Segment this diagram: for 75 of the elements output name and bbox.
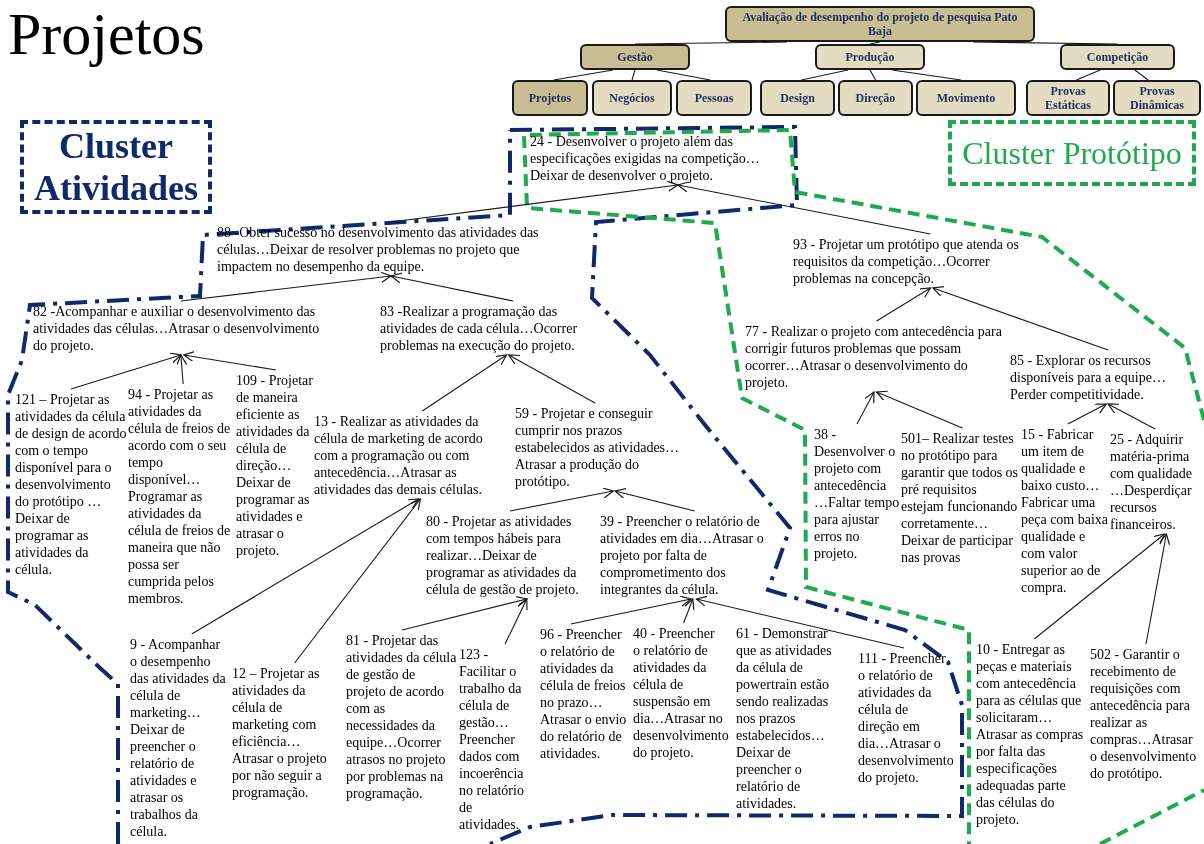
objective-text: 502 - Garantir o recebimento de requisições com antecedência para realizar as compras…Atrasar o desenvolvimento do protótipo. [1090, 646, 1202, 782]
connector-line [869, 41, 881, 45]
category-box: Produção [815, 44, 925, 70]
category-box: Provas Dinâmicas [1113, 80, 1201, 116]
connector-line [1075, 69, 1101, 81]
arrow [401, 595, 528, 631]
arrow [191, 498, 420, 635]
objective-text: 15 - Fabricar um item de qualidade e baixo custo…Fabricar uma peça com baixa qualidade e com valor superior ao de compra. [1021, 426, 1111, 596]
category-box: Provas Estáticas [1026, 80, 1110, 116]
arrow [1067, 403, 1107, 425]
arrow [683, 598, 695, 624]
objective-text: 93 - Projetar um protótipo que atenda os requisitos da competição…Ocorrer problemas na concepção. [793, 236, 1043, 287]
arrow [70, 352, 182, 390]
arrow [876, 390, 963, 429]
arrow [390, 180, 679, 223]
objective-text: 59 - Projetar e conseguir cumprir nos prazos estabelecidos as atividades…Atrasar a produção do protótipo. [515, 405, 697, 490]
arrow [876, 287, 932, 322]
arrow [695, 595, 905, 649]
arrow [176, 354, 188, 385]
arrow [180, 271, 392, 302]
objective-text: 61 - Demonstrar que as atividades da célula de powertrain estão sendo realizadas nos prazos estabelecidos…Deixar de preencher o relatório de atividades. [736, 625, 846, 812]
objective-text: 94 - Projetar as atividades da célula de freios de acordo com o seu tempo disponível…Programar as atividades da célula de freios de maneira que não possa ser cumprida pelos membros. [128, 386, 234, 607]
objective-text: 123 - Facilitar o trabalho da célula de gestão…Preencher dados com incoerência no relatório de atividades. [459, 646, 531, 833]
page-title: Projetos [8, 0, 205, 69]
objective-text: 96 - Preencher o relatório de atividades da célula de freios no prazo…Atrasar o envio do relatório de atividades. [540, 626, 628, 762]
connector-line [631, 69, 636, 81]
category-box: Negócios [592, 80, 672, 116]
objective-text: 12 – Projetar as atividades da célula de marketing com eficiência…Atrasar o projeto por não seguir a programação. [232, 665, 338, 801]
arrow [508, 354, 596, 404]
category-box: Pessoas [676, 80, 752, 116]
category-box: Design [760, 80, 835, 116]
objective-text: 80 - Projetar as atividades com tempos hábeis para realizar…Deixar de programar as atividades da célula de gestão de projeto. [426, 513, 594, 598]
cluster-label: Cluster Protótipo [948, 120, 1196, 186]
arrow [614, 488, 696, 512]
objective-text: 82 -Acompanhar e auxiliar o desenvolvimento das atividades das células…Atrasar o desenvolvimento do projeto. [33, 303, 323, 354]
category-box: Gestão [580, 44, 690, 70]
arrow [932, 286, 1109, 351]
arrow [856, 391, 875, 425]
cluster-label: Cluster Atividades [20, 120, 212, 214]
objective-text: 9 - Acompanhar o desempenho das atividades da célula de marketing…Deixar de preencher o relatório de atividades e atrasar os trabalhos da célula. [130, 636, 228, 840]
objective-text: 85 - Explorar os recursos disponíveis para a equipe…Perder competitividade. [1010, 352, 1195, 403]
category-box: Projetos [512, 80, 588, 116]
objective-text: 13 - Realizar as atividades da célula de marketing de acordo com a programação ou com antecedência…Atrasar as atividades das demais células. [314, 413, 504, 498]
arrow [390, 272, 514, 302]
objective-text: 24 - Desenvolver o projeto além das especificações exigidas na competição…Deixar de desenvolver o projeto. [530, 133, 785, 184]
arrow [1033, 533, 1166, 640]
category-box: Direção [838, 80, 913, 116]
objective-text: 83 -Realizar a programação das atividades de cada célula…Ocorrer problemas na execução do projeto. [380, 303, 602, 354]
arrow [421, 354, 508, 412]
arrow [504, 598, 528, 645]
arrow [570, 595, 692, 625]
category-box: Avaliação de desempenho do projeto de pesquisa Pato Baja [725, 6, 1035, 42]
objective-text: 77 - Realizar o projeto com antecedência para corrigir futuros problemas que possam ocorrer…Atrasar o desenvolvimento do projeto. [745, 323, 1003, 391]
connector-line [972, 41, 1119, 45]
arrow [509, 487, 614, 512]
category-box: Competição [1060, 44, 1175, 70]
connector-line [1134, 69, 1149, 81]
objective-text: 10 - Entregar as peças e materiais com antecedência para as células que solicitaram…Atrasar as compras por falta das especificações adequadas parte das células do projeto. [976, 641, 1086, 828]
connector-line [869, 69, 877, 81]
arrow [1145, 533, 1171, 645]
arrow [1107, 403, 1156, 430]
objective-text: 38 - Desenvolver o projeto com antecedência …Faltar tempo para ajustar erros no projeto. [814, 426, 900, 562]
objective-text: 39 - Preencher o relatório de atividades em dia…Atrasar o projeto por falta de comprometimento dos integrantes da célula. [600, 513, 782, 598]
connector-line [634, 41, 788, 45]
category-box: Movimento [916, 80, 1016, 116]
objective-text: 25 - Adquirir matéria-prima com qualidade …Desperdiçar recursos financeiros. [1110, 431, 1204, 533]
connector-line [891, 69, 962, 81]
connector-line [553, 69, 614, 81]
objective-text: 121 – Projetar as atividades da célula de design de acordo com o tempo disponível para o desenvolvimento do protótipo …Deixar de programar as atividades da célula. [15, 391, 127, 578]
objective-text: 81 - Projetar das atividades da célula de gestão de projeto de acordo com as necessidades da equipe…Ocorrer atrasos no projeto por problemas na programação. [346, 632, 458, 802]
objective-text: 501– Realizar testes no protótipo para garantir que todos os pré requisitos estejam funcionando corretamente…Deixar de participar nas provas [901, 430, 1019, 566]
objective-text: 88 -Obter sucesso no desenvolvimento das atividades das células…Deixar de resolver problemas no projeto que impactem no desempenho da equipe. [217, 224, 552, 275]
arrow [183, 351, 277, 371]
arrow [677, 181, 932, 235]
arrow [294, 498, 421, 664]
